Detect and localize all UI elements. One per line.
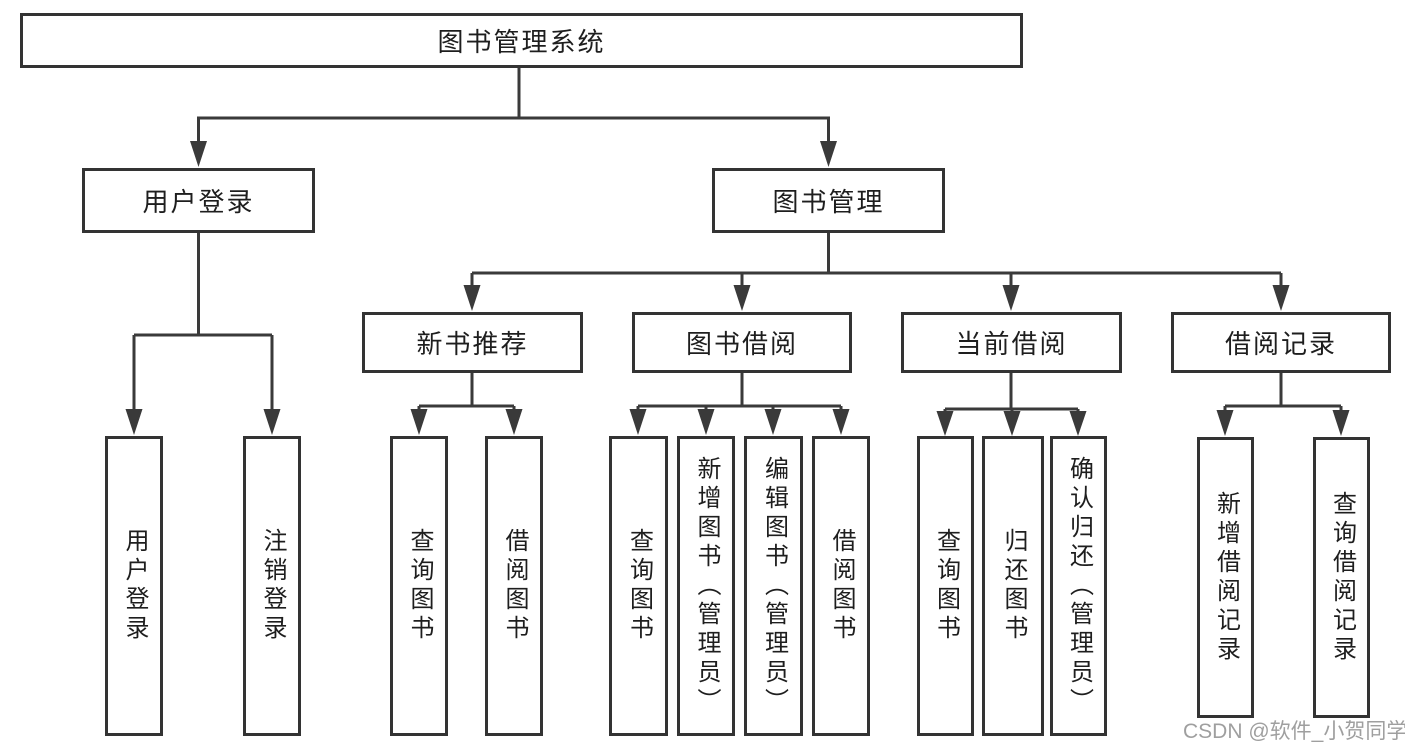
node-user-login: 用户登录	[82, 168, 315, 233]
arrow-down-icon	[463, 285, 481, 311]
arrow-down-icon	[629, 409, 647, 435]
arrow-down-icon	[505, 409, 523, 435]
node-book-borrowing: 图书借阅	[632, 312, 852, 373]
leaf-add-books-admin: 新增图书（管理员）	[677, 436, 735, 736]
leaf-add-borrow-record: 新增借阅记录	[1197, 437, 1254, 718]
arrow-down-icon	[1216, 410, 1234, 436]
arrow-down-icon	[697, 409, 715, 435]
leaf-return-books: 归还图书	[982, 436, 1044, 736]
leaf-borrow-books-borrowing: 借阅图书	[812, 436, 870, 736]
leaf-borrow-books-recommend: 借阅图书	[485, 436, 543, 736]
node-book-management: 图书管理	[712, 168, 945, 233]
arrow-down-icon	[190, 141, 207, 167]
arrow-down-icon	[936, 411, 954, 436]
arrow-down-icon	[1272, 285, 1290, 311]
connector-borrowing-to-leaves	[629, 373, 850, 435]
arrow-down-icon	[820, 141, 837, 167]
connector-bookmgmt-to-level3	[463, 233, 1290, 311]
connector-recommend-to-leaves	[410, 373, 523, 435]
connector-records-to-leaves	[1216, 373, 1350, 436]
leaf-query-books-borrowing: 查询图书	[609, 436, 668, 736]
arrow-down-icon	[125, 409, 143, 435]
arrow-down-icon	[764, 409, 782, 435]
leaf-query-books-recommend: 查询图书	[390, 436, 448, 736]
leaf-query-borrow-record: 查询借阅记录	[1313, 437, 1370, 718]
arrow-down-icon	[263, 409, 281, 435]
watermark-text: CSDN @软件_小贺同学	[1183, 720, 1405, 743]
node-current-borrowing: 当前借阅	[901, 312, 1122, 373]
leaf-confirm-return-admin: 确认归还（管理员）	[1050, 436, 1107, 736]
arrow-down-icon	[832, 409, 850, 435]
leaf-logout-login: 注销登录	[243, 436, 301, 736]
leaf-edit-books-admin: 编辑图书（管理员）	[744, 436, 803, 736]
arrow-down-icon	[1332, 410, 1350, 436]
connector-userlogin-to-leaves	[125, 233, 281, 435]
arrow-down-icon	[1069, 411, 1087, 436]
connector-current-to-leaves	[936, 373, 1087, 436]
leaf-query-books-current: 查询图书	[917, 436, 974, 736]
node-borrowing-records: 借阅记录	[1171, 312, 1391, 373]
arrow-down-icon	[1003, 411, 1021, 436]
node-new-book-recommendation: 新书推荐	[362, 312, 583, 373]
leaf-user-login: 用户登录	[105, 436, 163, 736]
connector-root-to-level2	[190, 68, 837, 167]
arrow-down-icon	[1002, 285, 1020, 311]
arrow-down-icon	[410, 409, 428, 435]
arrow-down-icon	[733, 285, 751, 311]
node-library-management-system: 图书管理系统	[20, 13, 1023, 68]
